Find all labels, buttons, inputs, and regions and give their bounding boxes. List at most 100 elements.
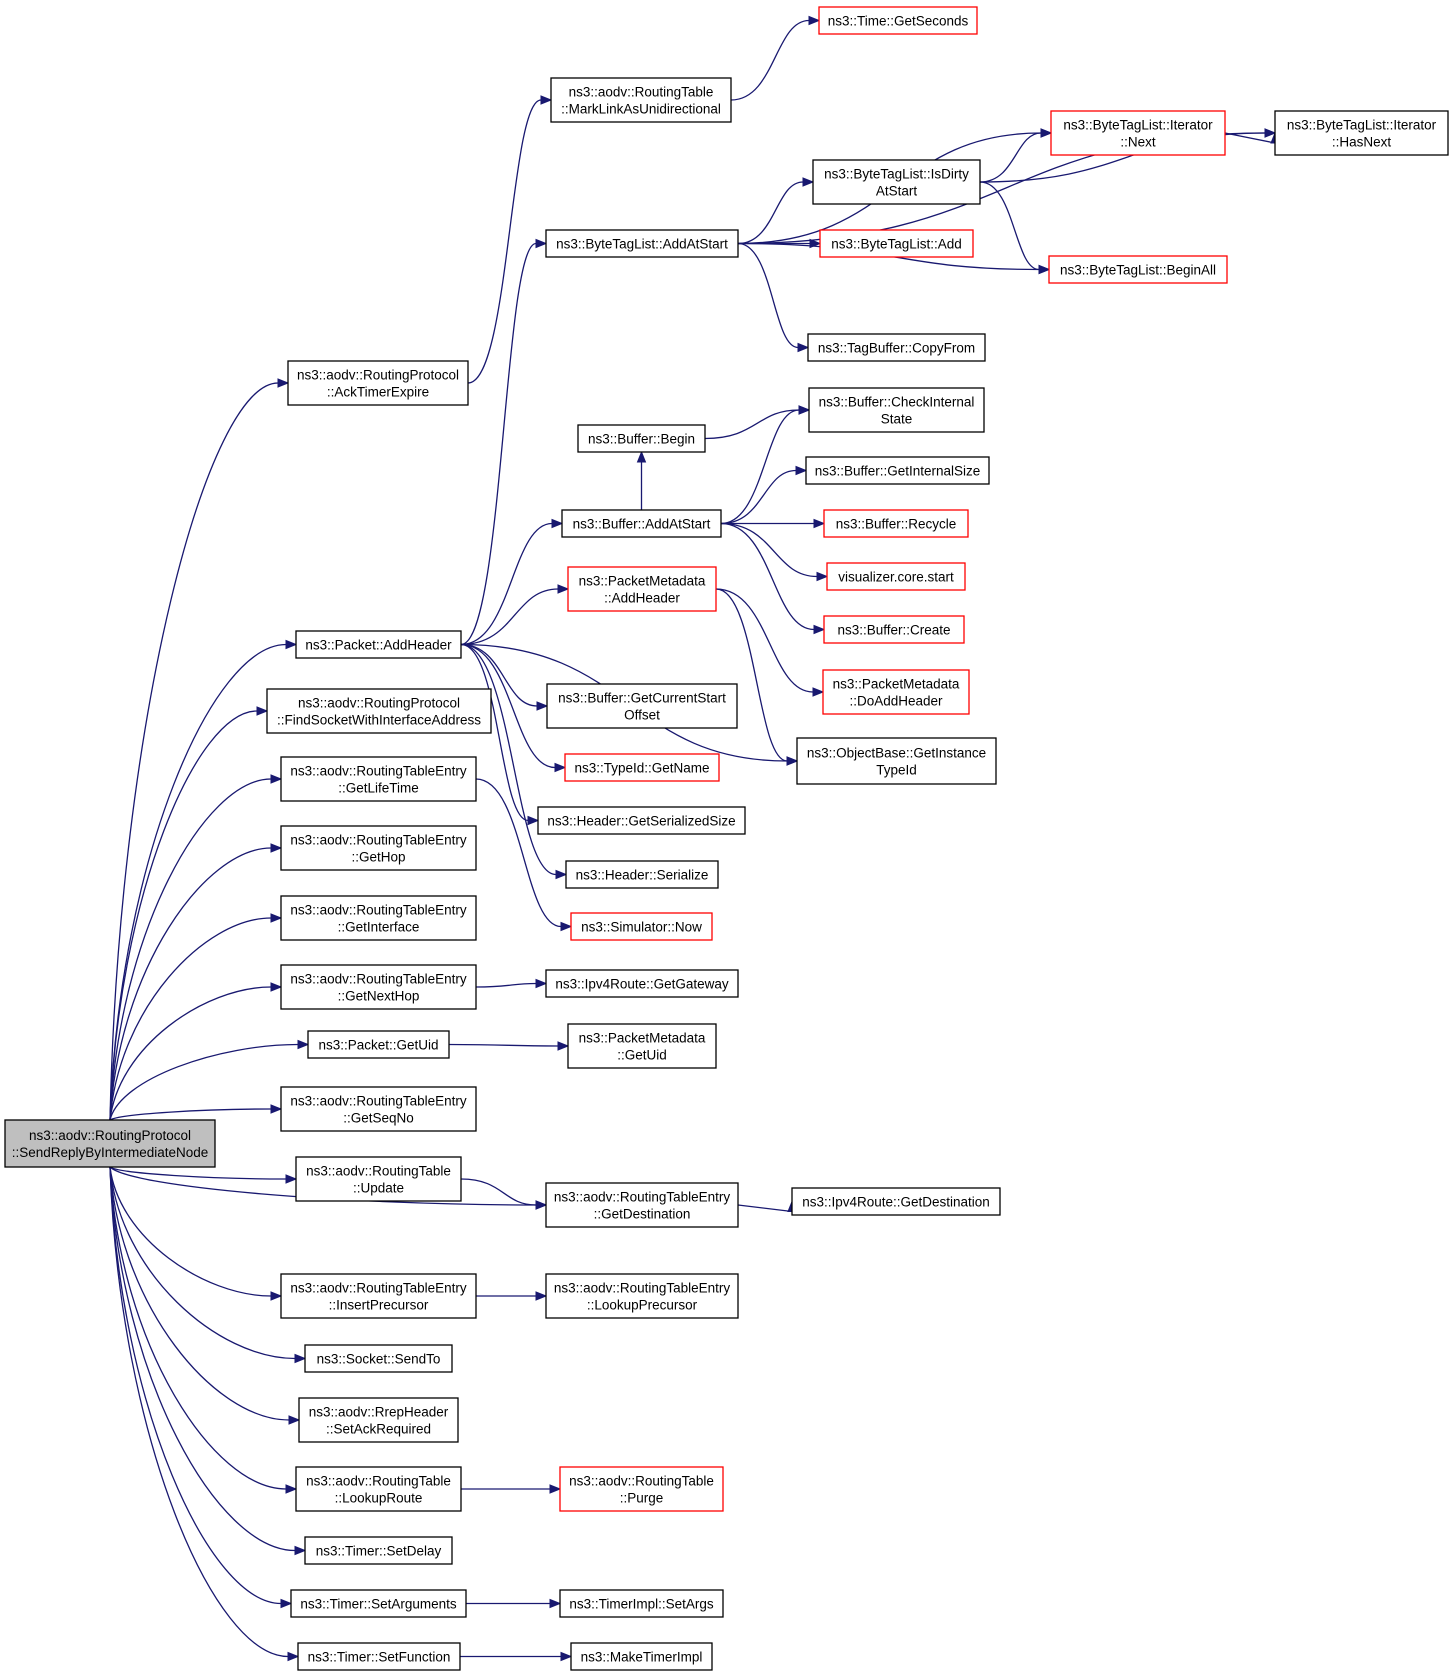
node-label: ns3::Timer::SetFunction: [308, 1650, 451, 1665]
node-getseconds[interactable]: ns3::Time::GetSeconds: [818, 6, 978, 35]
node-label: ns3::Buffer::GetInternalSize: [815, 464, 981, 479]
arrowhead: [285, 1174, 298, 1184]
node-tagbuf-copy[interactable]: ns3::TagBuffer::CopyFrom: [807, 333, 986, 362]
node-label: ns3::Buffer::Recycle: [836, 517, 957, 532]
arrowhead: [536, 701, 549, 711]
node-label: ns3::aodv::RoutingProtocol: [29, 1128, 191, 1143]
node-iter-next[interactable]: ns3::ByteTagList::Iterator::Next: [1050, 110, 1226, 156]
node-findsocket[interactable]: ns3::aodv::RoutingProtocol::FindSocketWi…: [266, 688, 492, 734]
node-timer-func[interactable]: ns3::Timer::SetFunction: [297, 1642, 461, 1671]
node-vis-start[interactable]: visualizer.core.start: [826, 562, 966, 591]
node-buf-getsize[interactable]: ns3::Buffer::GetInternalSize: [805, 456, 990, 485]
arrowhead: [802, 177, 815, 187]
node-rte-hop[interactable]: ns3::aodv::RoutingTableEntry::GetHop: [280, 825, 477, 871]
node-sock-sendto[interactable]: ns3::Socket::SendTo: [304, 1344, 453, 1373]
arrowhead: [270, 1291, 283, 1301]
node-pm-addheader[interactable]: ns3::PacketMetadata::AddHeader: [567, 566, 717, 612]
node-label: ::Next: [1120, 135, 1156, 150]
arrowhead: [540, 95, 553, 105]
node-addatstart-btl[interactable]: ns3::ByteTagList::AddAtStart: [545, 229, 739, 258]
node-rrep-ack[interactable]: ns3::aodv::RrepHeader::SetAckRequired: [298, 1397, 459, 1443]
node-make-timerimpl[interactable]: ns3::MakeTimerImpl: [570, 1642, 713, 1671]
node-rte-insprec[interactable]: ns3::aodv::RoutingTableEntry::InsertPrec…: [280, 1273, 477, 1319]
node-label: ns3::aodv::RoutingTable: [306, 1474, 451, 1489]
node-buf-recycle[interactable]: ns3::Buffer::Recycle: [823, 509, 969, 538]
node-buf-addatstart[interactable]: ns3::Buffer::AddAtStart: [561, 509, 722, 538]
node-label: ns3::Buffer::CheckInternal: [819, 395, 975, 410]
call-edge: [720, 469, 797, 525]
node-pkt-addheader[interactable]: ns3::Packet::AddHeader: [295, 630, 462, 659]
call-edge: [460, 1178, 537, 1206]
node-rte-dest[interactable]: ns3::aodv::RoutingTableEntry::GetDestina…: [545, 1182, 739, 1228]
node-box: [295, 1466, 462, 1512]
node-buf-begin[interactable]: ns3::Buffer::Begin: [577, 424, 706, 453]
call-edge: [704, 409, 800, 440]
node-rt-purge[interactable]: ns3::aodv::RoutingTable::Purge: [559, 1466, 724, 1512]
node-btl-beginall[interactable]: ns3::ByteTagList::BeginAll: [1048, 255, 1228, 284]
call-edge: [109, 1166, 282, 1605]
node-rte-seqno[interactable]: ns3::aodv::RoutingTableEntry::GetSeqNo: [280, 1086, 477, 1132]
node-label: ::LookupRoute: [335, 1491, 423, 1506]
call-edge: [109, 1166, 296, 1360]
node-btl-add[interactable]: ns3::ByteTagList::Add: [819, 229, 974, 258]
node-hdr-serialize[interactable]: ns3::Header::Serialize: [565, 860, 719, 889]
node-rte-iface[interactable]: ns3::aodv::RoutingTableEntry::GetInterfa…: [280, 895, 477, 941]
node-pkt-uid[interactable]: ns3::Packet::GetUid: [307, 1030, 450, 1059]
node-box: [567, 566, 717, 612]
arrowhead: [535, 1291, 548, 1301]
node-label: ns3::aodv::RoutingTable: [569, 1474, 714, 1489]
arrowhead: [535, 1200, 548, 1210]
call-edge: [475, 778, 562, 928]
arrowhead: [1264, 128, 1277, 138]
node-rte-nexthop[interactable]: ns3::aodv::RoutingTableEntry::GetNextHop: [280, 964, 477, 1010]
node-timer-args[interactable]: ns3::Timer::SetArguments: [290, 1589, 467, 1618]
node-rt-lookup[interactable]: ns3::aodv::RoutingTable::LookupRoute: [295, 1466, 462, 1512]
node-box: [1048, 255, 1228, 284]
node-sim-now[interactable]: ns3::Simulator::Now: [570, 912, 713, 941]
node-box: [822, 669, 970, 715]
node-buf-create[interactable]: ns3::Buffer::Create: [823, 615, 965, 644]
call-edge: [109, 1166, 272, 1297]
node-ipv4-gw[interactable]: ns3::Ipv4Route::GetGateway: [545, 969, 739, 998]
node-typeid-getname[interactable]: ns3::TypeId::GetName: [564, 753, 720, 782]
arrowhead: [270, 1104, 283, 1114]
call-edge: [109, 710, 258, 1121]
node-label: ns3::ByteTagList::AddAtStart: [556, 237, 728, 252]
node-rte-lifetime[interactable]: ns3::aodv::RoutingTableEntry::GetLifeTim…: [280, 756, 477, 802]
node-box: [1274, 110, 1449, 156]
node-box: [565, 860, 719, 889]
node-root[interactable]: ns3::aodv::RoutingProtocol::SendReplyByI…: [4, 1119, 216, 1168]
node-rt-update[interactable]: ns3::aodv::RoutingTable::Update: [295, 1156, 462, 1202]
node-label: ns3::aodv::RoutingTableEntry: [290, 833, 467, 848]
node-label: ns3::Buffer::Create: [837, 623, 950, 638]
node-label: ns3::Packet::AddHeader: [305, 638, 452, 653]
call-edge: [109, 1166, 289, 1658]
node-box: [807, 333, 986, 362]
arrowhead: [285, 1484, 298, 1494]
node-pm-uid[interactable]: ns3::PacketMetadata::GetUid: [567, 1023, 717, 1069]
arrowhead: [527, 815, 540, 826]
node-ipv4-dest[interactable]: ns3::Ipv4Route::GetDestination: [791, 1187, 1001, 1216]
node-label: ns3::Packet::GetUid: [318, 1038, 438, 1053]
node-box: [537, 806, 746, 835]
call-edge: [460, 643, 529, 822]
call-edge: [460, 242, 537, 646]
node-hdr-getsize[interactable]: ns3::Header::GetSerializedSize: [537, 806, 746, 835]
node-label: ns3::Simulator::Now: [581, 920, 702, 935]
node-marklink[interactable]: ns3::aodv::RoutingTable::MarkLinkAsUnidi…: [550, 77, 732, 123]
node-timerimpl-args[interactable]: ns3::TimerImpl::SetArgs: [559, 1589, 724, 1618]
node-label: ns3::ByteTagList::Iterator: [1287, 118, 1437, 133]
node-acktimer[interactable]: ns3::aodv::RoutingProtocol::AckTimerExpi…: [287, 360, 469, 406]
node-box: [567, 1023, 717, 1069]
node-box: [561, 509, 722, 538]
node-rte-lookprec[interactable]: ns3::aodv::RoutingTableEntry::LookupPrec…: [545, 1273, 739, 1319]
node-iter-hasnext[interactable]: ns3::ByteTagList::Iterator::HasNext: [1274, 110, 1449, 156]
node-pm-doadd[interactable]: ns3::PacketMetadata::DoAddHeader: [822, 669, 970, 715]
node-timer-delay[interactable]: ns3::Timer::SetDelay: [304, 1536, 453, 1565]
arrowhead: [795, 465, 808, 476]
node-box: [546, 683, 738, 729]
